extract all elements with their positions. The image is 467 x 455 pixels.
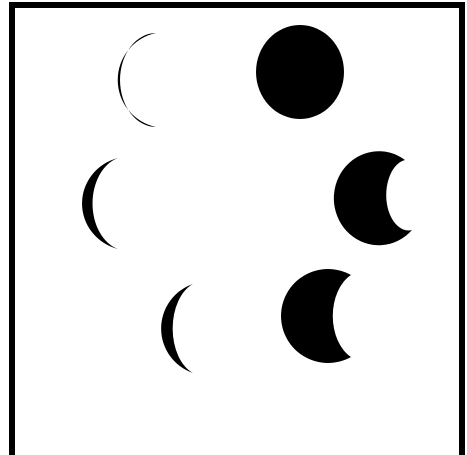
gibbous-icon [334,151,412,245]
crescent-icon [118,33,156,127]
crescent-icon [281,269,351,363]
crescent-icon [82,158,118,249]
crescent-icon [161,284,193,373]
full-disc-icon [256,25,344,119]
